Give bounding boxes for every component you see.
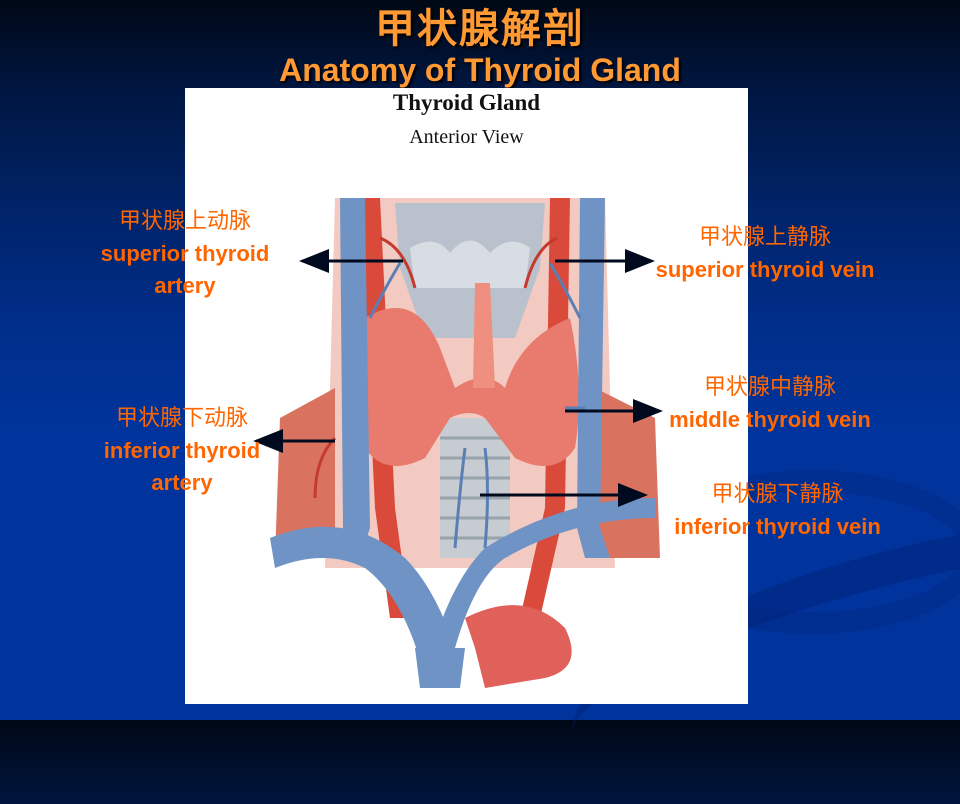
- label-middle-thyroid-vein: 甲状腺中静脉 middle thyroid vein: [645, 372, 895, 436]
- label-en: superior thyroid vein: [655, 257, 875, 282]
- slide-title-chinese: 甲状腺解剖: [375, 6, 585, 52]
- label-en: inferior thyroid: [103, 438, 261, 463]
- label-cn: 甲状腺下静脉: [711, 482, 844, 507]
- figure-subtitle: Anterior View: [409, 126, 524, 148]
- anatomy-drawing: [270, 198, 660, 688]
- label-inferior-thyroid-artery: 甲状腺下动脉 inferior thyroid artery: [82, 403, 282, 499]
- label-en-line2: artery: [151, 470, 213, 495]
- label-cn: 甲状腺下动脉: [115, 406, 248, 431]
- label-en: middle thyroid vein: [669, 407, 871, 432]
- label-cn: 甲状腺上静脉: [698, 225, 831, 250]
- label-en: inferior thyroid vein: [674, 514, 881, 539]
- label-cn: 甲状腺上动脉: [118, 209, 251, 234]
- label-inferior-thyroid-vein: 甲状腺下静脉 inferior thyroid vein: [650, 479, 905, 543]
- figure-title: Thyroid Gland: [392, 90, 541, 115]
- label-en: superior thyroid: [100, 241, 270, 266]
- slide-title-english: Anatomy of Thyroid Gland: [279, 52, 681, 88]
- thyroid-anatomy-illustration: Thyroid Gland Anterior View: [185, 88, 748, 704]
- label-superior-thyroid-vein: 甲状腺上静脉 superior thyroid vein: [630, 222, 900, 286]
- label-superior-thyroid-artery: 甲状腺上动脉 superior thyroid artery: [80, 206, 290, 302]
- label-en-line2: artery: [154, 273, 216, 298]
- label-cn: 甲状腺中静脉: [703, 375, 836, 400]
